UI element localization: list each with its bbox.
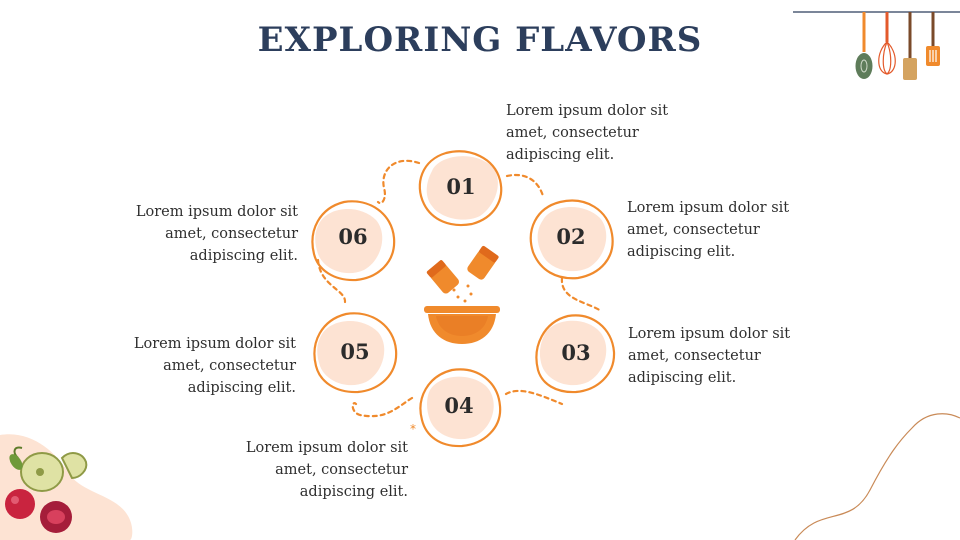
step-circle-02 [529,199,614,280]
step-circles [311,150,616,448]
step-text-02: Lorem ipsum dolor sit amet, consectetur … [627,200,790,260]
kitchen-utensils-icon [793,11,960,80]
step-circle-04 [419,368,502,448]
connector-02-03 [560,276,603,313]
step-number-06: 06 [338,224,368,249]
fruits-icon [0,434,133,540]
page-title: EXPLORING FLAVORS [257,20,703,60]
sparkle-icon: * [410,422,416,436]
step-number-04: 04 [444,393,474,418]
connector-03-04 [504,389,564,406]
step-circle-03 [535,314,616,394]
step-circle-05 [313,312,398,394]
step-text-06: Lorem ipsum dolor sit amet, consectetur … [135,204,298,264]
decorative-wave [794,413,960,540]
connector-05-06 [316,258,347,304]
step-number-03: 03 [561,340,591,365]
step-circle-06 [311,200,396,282]
connector-06-01 [376,159,421,205]
connector-04-05 [351,396,414,418]
step-text-05: Lorem ipsum dolor sit amet, consectetur … [133,336,296,396]
step-connectors [316,159,603,418]
step-text-01: Lorem ipsum dolor sit amet, consectetur … [506,103,669,163]
step-number-02: 02 [556,224,586,249]
step-number-01: 01 [446,174,476,199]
step-number-05: 05 [340,339,370,364]
connector-01-02 [505,173,545,198]
salt-pepper-bowl-icon [424,245,500,344]
step-circle-01 [418,150,503,227]
step-text-04: Lorem ipsum dolor sit amet, consectetur … [245,440,408,500]
step-text-03: Lorem ipsum dolor sit amet, consectetur … [628,326,791,386]
